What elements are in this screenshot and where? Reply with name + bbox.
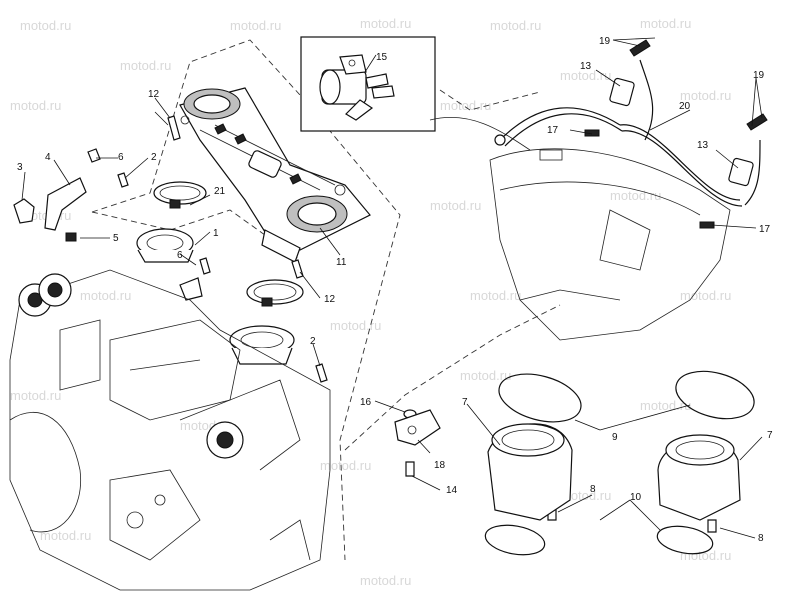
callout-16: 16 <box>360 397 372 408</box>
callout-10: 10 <box>630 492 642 503</box>
callout-5: 5 <box>113 233 119 244</box>
watermark: motod.ru <box>120 58 171 73</box>
callout-13: 13 <box>580 61 592 72</box>
watermark: motod.ru <box>330 318 381 333</box>
watermark: motod.ru <box>20 18 71 33</box>
callout-6: 6 <box>118 152 124 163</box>
bracket-18 <box>394 409 441 446</box>
callout-2: 2 <box>151 152 157 163</box>
callout-19: 19 <box>753 70 765 81</box>
watermark: motod.ru <box>430 198 481 213</box>
watermark: motod.ru <box>640 398 691 413</box>
flange-assemblies <box>484 370 755 556</box>
watermark: motod.ru <box>360 573 411 588</box>
watermark: motod.ru <box>80 288 131 303</box>
callout-12: 12 <box>324 294 336 305</box>
watermark: motod.ru <box>10 388 61 403</box>
leader-lines <box>21 37 763 539</box>
callout-21: 21 <box>214 186 226 197</box>
callout-17: 17 <box>547 125 559 136</box>
watermark: motod.ru <box>680 88 731 103</box>
watermark: motod.ru <box>230 18 281 33</box>
callout-11: 11 <box>336 257 347 268</box>
callout-labels: 1 2 2 3 4 5 6 6 7 7 8 8 9 10 11 12 12 13… <box>17 36 773 544</box>
bracket-parts <box>13 177 203 301</box>
inset-valve-box <box>300 36 436 132</box>
callout-8: 8 <box>758 533 764 544</box>
callout-20: 20 <box>679 101 691 112</box>
callout-1: 1 <box>213 228 219 239</box>
callout-2: 2 <box>310 336 316 347</box>
watermark: motod.ru <box>40 528 91 543</box>
callout-8: 8 <box>590 484 596 495</box>
assembly-boundary <box>91 39 561 561</box>
watermark: motod.ru <box>680 288 731 303</box>
callout-3: 3 <box>17 162 23 173</box>
watermark: motod.ru <box>320 458 371 473</box>
callout-12: 12 <box>148 89 160 100</box>
watermark: motod.ru <box>490 18 541 33</box>
callout-19: 19 <box>599 36 611 47</box>
watermark: motod.ru <box>680 548 731 563</box>
watermark: motod.ru <box>360 16 411 31</box>
intake-boots <box>136 181 304 365</box>
callout-17: 17 <box>759 224 771 235</box>
watermark: motod.ru <box>470 288 521 303</box>
engine-block <box>9 269 331 591</box>
callout-6: 6 <box>177 250 183 261</box>
watermark: motod.ru <box>610 188 661 203</box>
callout-15: 15 <box>376 52 388 63</box>
watermark: motod.ru <box>640 16 691 31</box>
fuel-tank <box>429 116 731 341</box>
watermark: motod.ru <box>10 98 61 113</box>
watermark-layer: motod.ru motod.ru motod.ru motod.ru moto… <box>10 16 731 588</box>
watermark: motod.ru <box>440 98 491 113</box>
callout-7: 7 <box>462 397 468 408</box>
callout-7: 7 <box>767 430 773 441</box>
callout-9: 9 <box>612 432 618 443</box>
watermark: motod.ru <box>560 488 611 503</box>
callout-14: 14 <box>446 485 458 496</box>
callout-13: 13 <box>697 140 709 151</box>
watermark: motod.ru <box>460 368 511 383</box>
throttle-body-assembly <box>179 87 371 263</box>
callout-4: 4 <box>45 152 51 163</box>
callout-18: 18 <box>434 460 446 471</box>
